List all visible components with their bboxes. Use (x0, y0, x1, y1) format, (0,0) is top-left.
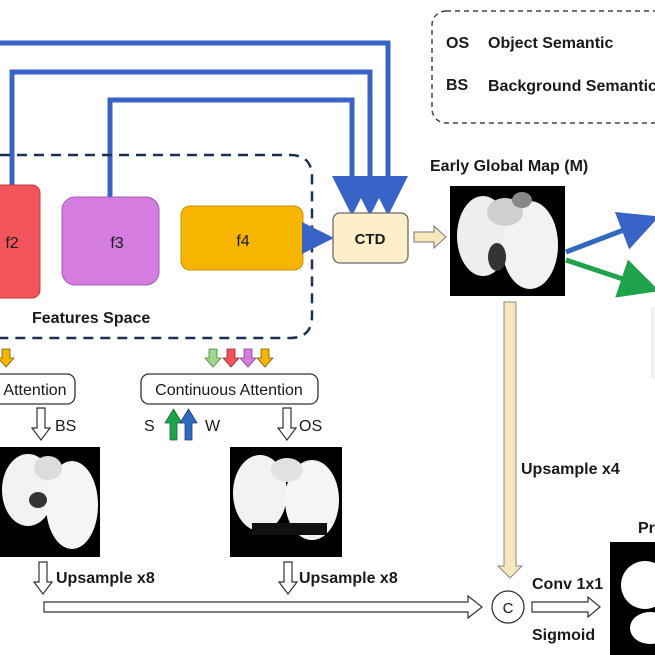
legend-os-label: Object Semantic (488, 35, 613, 52)
skip-line-1 (0, 40, 408, 216)
early-global-map-image (450, 186, 565, 296)
os-down-arrow (276, 407, 298, 441)
s-up-arrow (164, 408, 183, 441)
concat-node: C (491, 590, 525, 624)
f4-label: f4 (236, 233, 249, 250)
early-map-label: Early Global Map (M) (430, 158, 588, 175)
w-up-arrow (179, 408, 198, 441)
map-green-arrow (565, 257, 655, 298)
prediction-image (610, 542, 655, 655)
continuous-attention-box: Continuous Attention (140, 373, 319, 405)
map-blue-arrow (565, 211, 655, 255)
legend: OS Object Semantic BS Background Semanti… (431, 10, 655, 124)
feature-f3: f3 (61, 196, 160, 286)
attention-left-label: Attention (3, 382, 66, 399)
upsample-x4-label: Upsample x4 (521, 461, 620, 478)
legend-bs-abbr: BS (446, 77, 469, 94)
sigmoid-label: Sigmoid (532, 627, 595, 644)
skip-line-2 (9, 69, 390, 216)
bs-down-arrow (30, 407, 52, 441)
right-edge-block (651, 307, 655, 379)
os-map-image (230, 447, 342, 557)
os-label: OS (299, 418, 322, 435)
ctd-block: CTD (332, 212, 409, 264)
prediction-label: Pr (638, 520, 655, 537)
attention-input-arrows (204, 348, 274, 368)
legend-box (431, 10, 655, 124)
w-label: W (205, 418, 221, 435)
ctd-label: CTD (355, 231, 386, 248)
bs-label: BS (55, 418, 76, 435)
skip-connections (0, 40, 408, 216)
upsample-left-arrow (32, 561, 54, 595)
s-label: S (144, 418, 155, 435)
upsample-right-arrow (277, 561, 299, 595)
fusion-arrow (43, 594, 483, 620)
bs-map-image (0, 447, 100, 557)
continuous-attention-label: Continuous Attention (155, 382, 303, 399)
conv-arrow (531, 595, 601, 619)
left-small-arrow (0, 348, 15, 368)
ctd-to-map-arrow (413, 224, 447, 250)
legend-bs-label: Background Semantic (488, 78, 655, 95)
attention-left-box: Attention (0, 373, 76, 405)
feature-f2: f2 (0, 184, 41, 299)
f3-label: f3 (110, 235, 123, 252)
upsample-x4-arrow (496, 301, 524, 579)
legend-os-abbr: OS (446, 35, 469, 52)
upsample-left-label: Upsample x8 (56, 570, 155, 587)
features-space-label: Features Space (32, 310, 150, 327)
feature-f4: f4 (180, 205, 304, 271)
concat-label: C (503, 600, 514, 617)
conv-label: Conv 1x1 (532, 576, 603, 593)
upsample-right-label: Upsample x8 (299, 570, 398, 587)
skip-line-3 (107, 97, 372, 216)
f2-label: f2 (5, 235, 18, 252)
